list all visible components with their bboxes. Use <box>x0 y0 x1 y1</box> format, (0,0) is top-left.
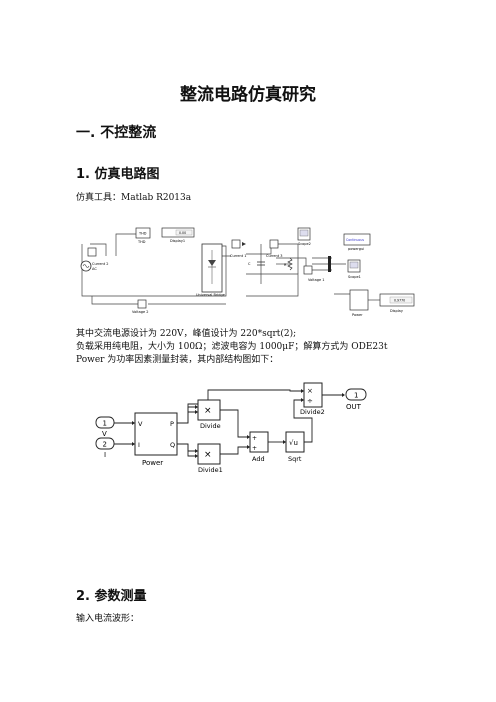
display1-block: 0.00 Display1 <box>161 227 195 243</box>
capacitor: C <box>248 261 265 266</box>
svg-text:Voltage 2: Voltage 2 <box>132 310 148 314</box>
display-value: 0.9770 <box>394 299 405 303</box>
current-measure-2 <box>87 247 97 257</box>
ac-source: Current 2 AC <box>80 260 109 272</box>
sqrt-block: √u Sqrt <box>285 431 305 463</box>
svg-text:+: + <box>252 435 257 442</box>
inport-v: 1 V <box>95 416 115 438</box>
svg-text:1: 1 <box>354 392 358 400</box>
display-label: Display <box>390 309 403 313</box>
svg-text:1: 1 <box>103 420 107 428</box>
power-block: V I P Q Power <box>134 412 178 467</box>
svg-text:Divide1: Divide1 <box>198 466 223 474</box>
svg-text:OUT: OUT <box>346 403 362 411</box>
svg-text:Power: Power <box>352 313 363 317</box>
thd-caption: THD <box>137 240 146 244</box>
svg-text:Scope1: Scope1 <box>348 275 361 279</box>
svg-text:I: I <box>104 451 106 459</box>
label-ac: AC <box>92 267 97 271</box>
universal-bridge: Universal Bridge <box>196 243 225 297</box>
svg-text:V: V <box>102 430 107 438</box>
outport-out: 1 OUT <box>345 388 367 411</box>
svg-text:P: P <box>170 420 174 428</box>
display-block: 0.9770 Display <box>379 293 415 313</box>
svg-text:THD: THD <box>138 232 147 236</box>
voltage-measure-2: Voltage 2 <box>132 299 148 314</box>
svg-text:Add: Add <box>252 455 265 463</box>
voltage-measure-1: Voltage 1 <box>303 265 324 282</box>
current-measure-1: Current 1 <box>230 239 247 258</box>
para-power-note: Power 为功率因素测量封装，其内部结构图如下： <box>76 355 279 365</box>
display1-label: Display1 <box>170 239 185 243</box>
svg-text:Divide2: Divide2 <box>300 408 325 416</box>
svg-text:Current 3: Current 3 <box>266 254 283 258</box>
para-ac-source: 其中交流电源设计为 220V，峰值设计为 220*sqrt(2); <box>76 329 297 339</box>
power-structure-diagram: 1 V 2 I V I P Q Power × Divide × Divide1… <box>95 382 367 474</box>
para-load: 负载采用纯电阻，大小为 100Ω；滤波电容为 1000μF；解算方式为 ODE2… <box>76 342 388 352</box>
svg-text:×: × <box>307 387 313 395</box>
svg-text:Scope2: Scope2 <box>298 242 311 246</box>
svg-text:C: C <box>248 262 251 266</box>
svg-text:Continuous: Continuous <box>346 238 364 242</box>
page-title: 整流电路仿真研究 <box>180 85 316 105</box>
bridge-label: Universal Bridge <box>196 293 225 297</box>
divide2-block: × ÷ Divide2 <box>300 382 325 416</box>
divide1-block: × Divide1 <box>197 443 223 474</box>
svg-text:R: R <box>284 263 287 267</box>
svg-text:Current 1: Current 1 <box>230 254 247 258</box>
divide-block: × Divide <box>197 399 221 430</box>
svg-text:Power: Power <box>142 459 163 467</box>
svg-text:I: I <box>138 441 140 449</box>
svg-text:2: 2 <box>103 441 107 449</box>
section-heading-uncontrolled: 一. 不控整流 <box>76 125 157 141</box>
svg-text:Sqrt: Sqrt <box>288 455 302 463</box>
add-block: + + Add <box>249 431 269 463</box>
svg-text:+: + <box>252 445 257 452</box>
resistor: R <box>284 257 293 271</box>
tool-line: 仿真工具：Matlab R2013a <box>76 193 192 203</box>
svg-text:÷: ÷ <box>307 397 313 405</box>
scope2-block: Scope2 <box>297 227 311 246</box>
current-measure-3: Current 3 <box>266 239 283 258</box>
para-input-current: 输入电流波形： <box>76 614 140 624</box>
display1-value: 0.00 <box>179 231 186 235</box>
svg-text:×: × <box>204 450 212 460</box>
label-current2: Current 2 <box>92 262 109 266</box>
subheading-circuit: 1. 仿真电路图 <box>76 167 160 182</box>
scope1-block: Scope1 <box>347 259 361 279</box>
svg-text:×: × <box>204 406 212 416</box>
svg-text:Q: Q <box>170 441 175 449</box>
svg-text:Divide: Divide <box>200 422 221 430</box>
svg-text:√u: √u <box>289 439 298 447</box>
thd-block: THD THD <box>135 227 151 244</box>
inport-i: 2 I <box>95 437 115 459</box>
subheading-measurement: 2. 参数测量 <box>76 589 147 604</box>
powergui-block: Continuous powergui <box>343 233 371 251</box>
svg-text:powergui: powergui <box>348 247 364 251</box>
svg-text:V: V <box>138 420 143 428</box>
power-subsystem: Power <box>349 289 369 317</box>
svg-text:Voltage 1: Voltage 1 <box>308 278 324 282</box>
circuit-diagram: Current 2 AC THD THD 0.00 Display1 Unive… <box>80 227 415 317</box>
mux-block <box>328 256 331 272</box>
